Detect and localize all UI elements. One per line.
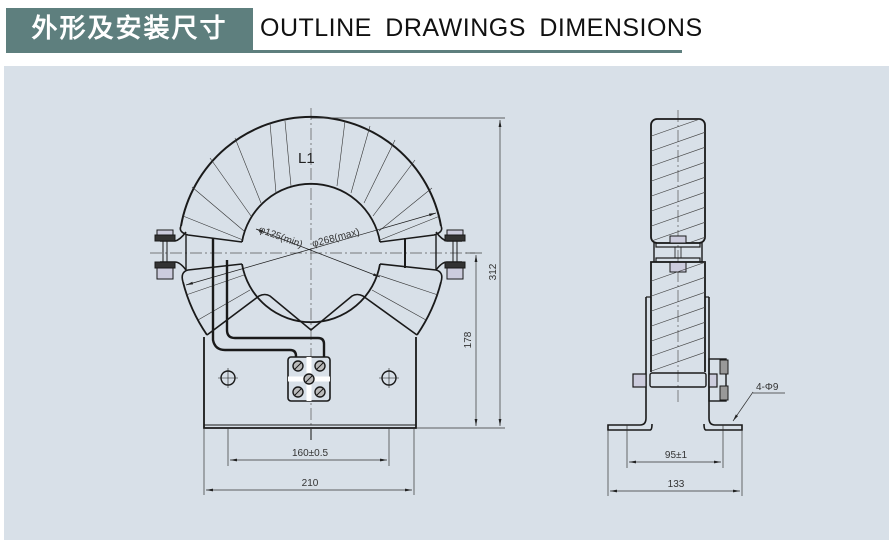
side-base-width-label: 133: [668, 479, 685, 490]
front-dimensions: [203, 117, 505, 495]
header-title-en: OUTLINE DRAWINGS DIMENSIONS: [260, 14, 703, 42]
drawing-panel: [4, 66, 889, 540]
side-view: [607, 110, 743, 431]
header-title-cn: 外形及安装尺寸: [6, 8, 253, 50]
base-width-label: 210: [302, 478, 319, 489]
coil-label: L1: [298, 150, 315, 167]
section-header: 外形及安装尺寸 OUTLINE DRAWINGS DIMENSIONS: [6, 8, 702, 53]
outer-diameter-label: φ268(max): [311, 227, 361, 250]
holes-label: 4-Φ9: [756, 382, 779, 393]
hole-spacing-label: 160±0.5: [292, 448, 329, 459]
inner-diameter-label: φ125(min): [257, 224, 304, 250]
terminal-block-icon: [287, 356, 331, 402]
clamp-bolt-left-icon: [154, 229, 187, 280]
clamp-bolt-right-icon: [435, 229, 466, 280]
header-underline: [6, 50, 682, 53]
center-height-label: 178: [463, 331, 474, 348]
front-view: [150, 108, 475, 440]
side-dimensions: [607, 391, 785, 496]
side-hole-spacing-label: 95±1: [665, 450, 688, 461]
total-height-label: 312: [488, 263, 499, 280]
